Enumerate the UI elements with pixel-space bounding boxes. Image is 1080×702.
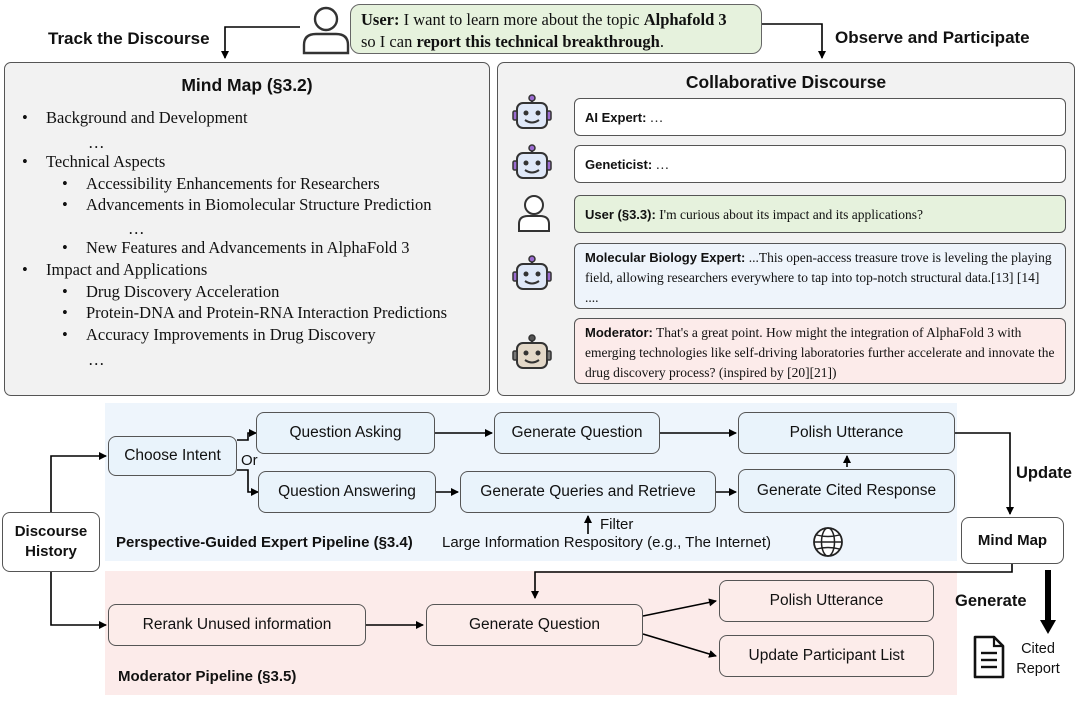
message-text: … (652, 157, 670, 172)
bullet: • (62, 282, 68, 301)
mind-map-item: • Advancements in Biomolecular Structure … (62, 195, 432, 215)
bullet: • (62, 325, 68, 344)
track-discourse-label: Track the Discourse (48, 29, 210, 48)
user-text-1: I want to learn more about the topic (399, 10, 644, 29)
mind-map-item-text: New Features and Advancements in AlphaFo… (86, 238, 410, 257)
observe-participate-label: Observe and Participate (835, 28, 1030, 47)
mind-map-item: • Background and Development (22, 108, 248, 128)
bullet: • (62, 174, 68, 193)
mind-map-item-text: … (88, 133, 105, 152)
moderator-polish-utterance-node: Polish Utterance (719, 580, 934, 622)
message-text: That's a great point. How might the inte… (585, 325, 1055, 380)
mind-map-title: Mind Map (§3.2) (181, 75, 313, 95)
bullet: • (22, 108, 28, 127)
generate-question-node: Generate Question (494, 412, 660, 454)
mind-map-item-text: Technical Aspects (46, 152, 166, 171)
generate-cited-response-node: Generate Cited Response (738, 469, 955, 513)
mind-map-item-text: … (128, 219, 145, 238)
mind-map-item-text: Advancements in Biomolecular Structure P… (86, 195, 432, 214)
user-prefix: User: (361, 10, 400, 29)
mind-map-item: … (128, 219, 145, 239)
robot-icon (512, 255, 552, 290)
robot-icon (512, 144, 552, 179)
mind-map-item: • Technical Aspects (22, 152, 166, 172)
update-label: Update (1016, 464, 1072, 482)
user-icon (518, 195, 550, 232)
message-text: ...This open-access treasure trove is le… (585, 250, 1052, 305)
mind-map-item: • Accuracy Improvements in Drug Discovery (62, 325, 376, 345)
mind-map-item: • Impact and Applications (22, 260, 208, 280)
mind-map-item-text: Drug Discovery Acceleration (86, 282, 280, 301)
repository-label: Large Information Respository (e.g., The… (442, 534, 772, 551)
speaker-name: Molecular Biology Expert: (585, 250, 746, 265)
discourse-title: Collaborative Discourse (685, 72, 887, 92)
update-participant-list-node: Update Participant List (719, 635, 934, 677)
speaker-name: Moderator: (585, 325, 653, 340)
mind-map-item-text: Impact and Applications (46, 260, 208, 279)
user-end: . (659, 32, 664, 51)
moderator-robot-icon (512, 334, 552, 369)
choose-intent-node: Choose Intent (108, 436, 237, 476)
message-text: … (646, 110, 664, 125)
bullet: • (22, 152, 28, 171)
mind-map-item-text: Protein-DNA and Protein-RNA Interaction … (86, 303, 448, 322)
generate-queries-node: Generate Queries and Retrieve (460, 471, 716, 513)
discourse-history-node: Discourse History (2, 512, 100, 572)
user-text-2: so I can (361, 32, 417, 51)
mind-map-item-text: Background and Development (46, 108, 248, 127)
question-answering-node: Question Answering (258, 471, 436, 513)
or-label: Or (241, 452, 258, 469)
cited-report-label: Cited Report (1016, 641, 1060, 677)
document-icon (973, 635, 1005, 679)
bullet: • (62, 195, 68, 214)
globe-icon (813, 527, 843, 557)
user-request-bubble: User: I want to learn more about the top… (350, 4, 762, 54)
mind-map-item: • Accessibility Enhancements for Research… (62, 174, 380, 194)
moderator-pipeline-label: Moderator Pipeline (§3.5) (118, 668, 297, 685)
discourse-message: User (§3.3): I'm curious about its impac… (574, 195, 1066, 233)
speaker-name: Geneticist: (585, 157, 653, 172)
mind-map-item: … (88, 133, 105, 153)
rerank-node: Rerank Unused information (108, 604, 366, 646)
question-asking-node: Question Asking (256, 412, 435, 454)
speaker-name: AI Expert: (585, 110, 647, 125)
user-topic: Alphafold 3 (643, 10, 727, 29)
user-icon (302, 6, 350, 55)
mind-map-node: Mind Map (961, 517, 1064, 564)
robot-icon (512, 94, 552, 129)
moderator-generate-question-node: Generate Question (426, 604, 643, 646)
discourse-message: AI Expert: … (574, 98, 1066, 136)
discourse-message: Geneticist: … (574, 145, 1066, 183)
expert-pipeline-label: Perspective-Guided Expert Pipeline (§3.4… (116, 534, 413, 551)
mind-map-item: • New Features and Advancements in AlphaF… (62, 238, 410, 258)
bullet: • (62, 238, 68, 257)
mind-map-item: • Protein-DNA and Protein-RNA Interaction… (62, 303, 448, 323)
polish-utterance-node: Polish Utterance (738, 412, 955, 454)
mind-map-item: … (88, 350, 105, 370)
mind-map-item: • Drug Discovery Acceleration (62, 282, 280, 302)
mind-map-panel: Mind Map (§3.2) (4, 62, 490, 396)
bullet: • (62, 303, 68, 322)
mind-map-item-text: … (88, 350, 105, 369)
generate-label: Generate (955, 592, 1027, 610)
discourse-message: Moderator: That's a great point. How mig… (574, 318, 1066, 384)
speaker-name: User (§3.3): (585, 207, 656, 222)
mind-map-item-text: Accuracy Improvements in Drug Discovery (86, 325, 376, 344)
message-text: I'm curious about its impact and its app… (655, 207, 923, 222)
user-goal: report this technical breakthrough (416, 32, 660, 51)
discourse-message: Molecular Biology Expert: ...This open-a… (574, 243, 1066, 309)
mind-map-item-text: Accessibility Enhancements for Researche… (86, 174, 380, 193)
bullet: • (22, 260, 28, 279)
filter-label: Filter (600, 516, 634, 533)
